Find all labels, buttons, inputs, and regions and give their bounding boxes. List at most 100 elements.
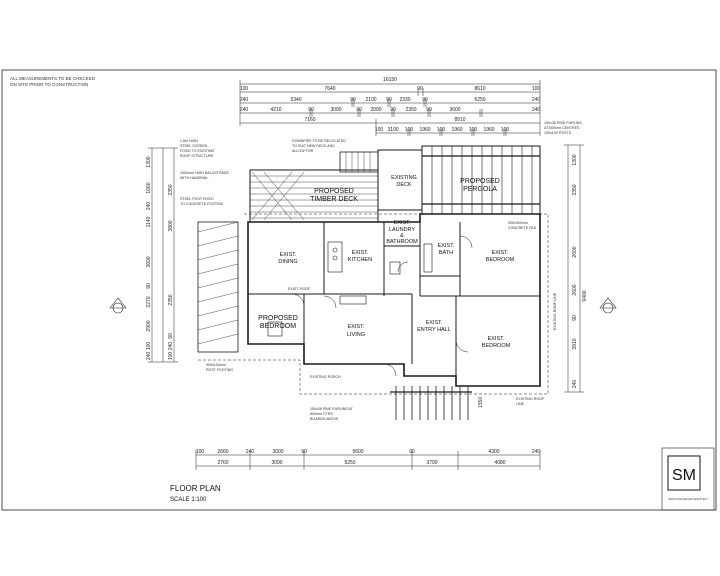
label-kitchen-2: KITCHEN [348,257,372,263]
dim-right-7: 240 [572,380,578,389]
label-proposed-bedroom-1: PROPOSED [258,315,298,322]
pergola [421,145,541,215]
note-level: 1550 [478,397,484,408]
dim-top4-7: 2350 [405,107,416,113]
note-bottom2-1: 600mm CTRS [310,412,333,416]
dim-top2-4: 100 [532,86,541,92]
note-deck2-2: ALLOW FOR [292,149,314,153]
dim-top4-3: 3000 [330,107,341,113]
label-proposed-bedroom-2: BEDROOM [260,323,296,330]
dim-bot1-2: 240 [246,449,255,455]
dim-bot1-7: 4300 [488,449,499,455]
dim-left-7: 2900 [146,320,152,331]
right-dimension-labels: 1300 3350 2600 9400 2600 90 3910 240 [572,154,588,388]
top-dimensions [239,80,541,136]
label-laundry-1: EXIST. [394,220,411,226]
label-laundry-3: & [400,233,404,239]
note-side: EXISTING ROOF LINE [553,292,557,330]
label-dining-2: DINING [278,259,297,265]
dim-top6-6: 100 [469,127,478,133]
label-dining-1: EXIST. [280,252,297,258]
dim-top3-8: 240 [532,97,541,103]
left-dimensions [148,147,178,363]
dim-top2-3: 8610 [474,86,485,92]
dim-left2-4: 240 [168,342,174,351]
label-entry-1: EXIST. [426,320,443,326]
note-deck1-0: 1.8m HIGH [180,139,198,143]
dim-top6-8: 100 [501,127,510,133]
label-kitchen-1: EXIST. [352,250,369,256]
note-mid: EXIST. ROOF [288,287,311,291]
dim-top2-1: 7640 [324,86,335,92]
note-bottom1: EXISTING PORCH [310,375,341,379]
top-dimension-labels: 16150 100 7640 90 8610 100 240 5340 90 2… [240,77,541,133]
room-labels: PROPOSED TIMBER DECK EXISTING DECK PROPO… [258,175,514,349]
dim-left2-0: 2350 [168,184,174,195]
internal-walls [248,222,540,376]
note-pergola-2: 100x100 POSTS [544,131,572,135]
dim-top4-2: 90 [308,107,314,113]
dim-left-9: 240 [146,352,152,361]
note-line-2: ON SITE PRIOR TO CONSTRUCTION [10,82,88,87]
label-entry-2: ENTRY HALL [417,327,451,333]
dim-left-1: 1660 [146,182,152,193]
logo-initials: SM [672,467,696,484]
dim-right-3: 9400 [582,290,588,301]
note-line-1: ALL MEASUREMENTS TO BE CHECKED [10,76,96,81]
note-deck3-0: 1000mm HIGH BALUSTRADE [180,171,230,175]
dim-top4-1: 4210 [270,107,281,113]
label-living-1: EXIST. [348,324,365,330]
dim-top4-5: 2000 [370,107,381,113]
dim-right-4: 2600 [572,284,578,295]
note-bottom2-0: 150x38 PINE PURLINS AT [310,407,354,411]
dim-top4-10: 240 [532,107,541,113]
note-right-1: LINE [516,402,525,406]
left-garden-strip [197,221,239,353]
label-laundry-4: BATHROOM [386,239,418,245]
note-deck1-3: ROOF STRUCTURE [180,154,214,158]
note-bottom2-2: BOARDS ABOVE [310,417,339,421]
dim-top6-3: 1960 [419,127,430,133]
dim-right-1: 3350 [572,184,578,195]
drawing-title: FLOOR PLAN SCALE 1:100 [170,484,221,503]
dim-bot1-4: 90 [301,449,307,455]
label-bedroom1-1: EXIST. [492,250,509,256]
label-bath-2: BATH [439,250,453,256]
label-living-2: LIVING [347,332,365,338]
dim-left2-1: 3800 [168,220,174,231]
note-pergola-1: AT 600mm CENTRES [544,126,580,130]
dim-bot2-0: 2760 [217,460,228,466]
note-left-1: POST FOOTING [206,368,233,372]
dim-top2-2: 90 [417,86,423,92]
dim-top6-5: 1960 [451,127,462,133]
dim-bot2-2: 5250 [344,460,355,466]
sheet-border [1,69,717,511]
label-timber-deck-1: PROPOSED [314,188,354,195]
dim-left2-3: 90 [168,333,174,339]
dim-right-2: 2600 [572,246,578,257]
dim-top4-6: 90 [390,107,396,113]
dim-bot1-3: 3000 [272,449,283,455]
dim-bot1-5: 5600 [352,449,363,455]
timber-deck [249,151,379,223]
dim-top6-4: 100 [437,127,446,133]
dim-top3-3: 2100 [365,97,376,103]
dim-right-6: 3910 [572,338,578,349]
label-existing-deck-2: DECK [396,182,412,188]
dim-left2-2: 2350 [168,294,174,305]
dim-left-2: 240 [146,202,152,211]
dim-top3-7: 6250 [474,97,485,103]
section-marker-left [109,297,127,314]
label-bedroom2-1: EXIST. [488,336,505,342]
dim-bot1-8: 240 [532,449,541,455]
note-right-0: EXISTING ROOF [516,397,545,401]
right-dimensions [564,144,584,393]
bottom-dimensions [195,450,541,470]
dim-top6-2: 100 [405,127,414,133]
logo-block: SM SIMON MACKENZIE ARCHITECT [661,447,715,511]
dim-bot1-6: 90 [409,449,415,455]
dim-top6-7: 1960 [483,127,494,133]
dim-overall: 16150 [383,77,397,83]
dim-bot1-0: 100 [196,449,205,455]
label-bedroom1-2: BEDROOM [486,257,515,263]
